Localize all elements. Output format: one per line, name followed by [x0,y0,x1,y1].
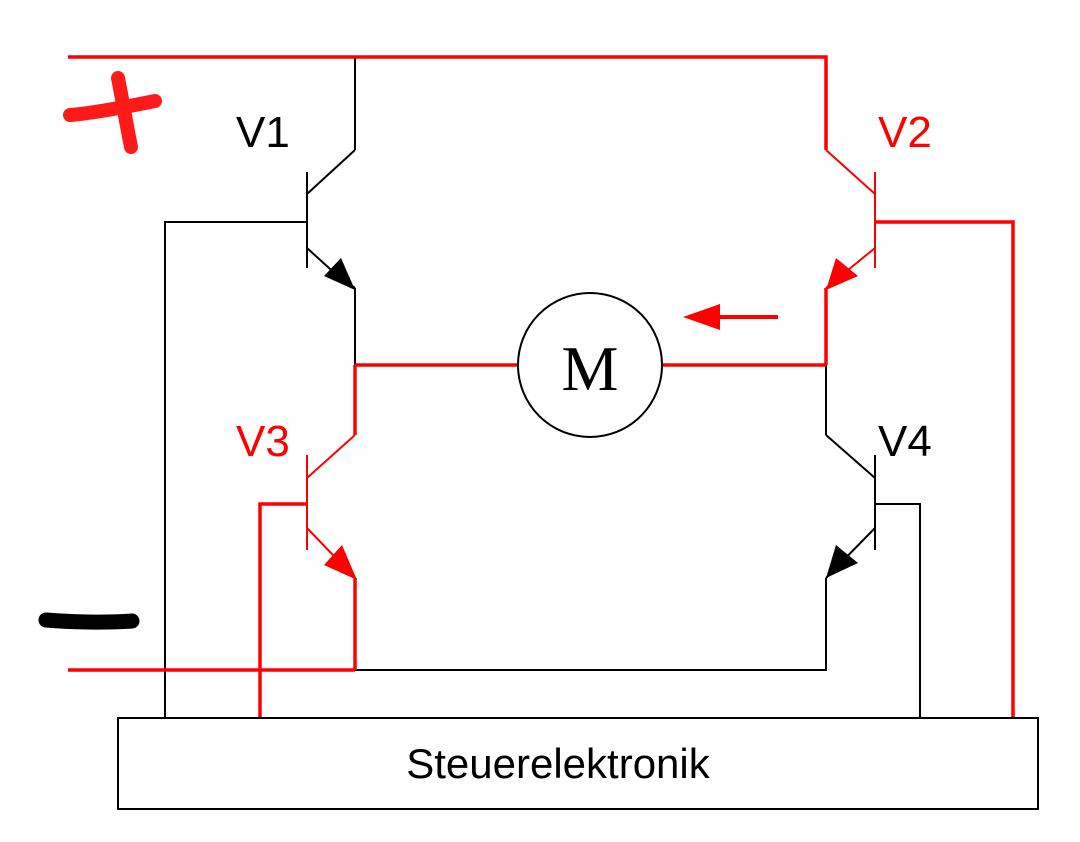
control-label: Steuerelektronik [406,740,710,787]
control-electronics-box: Steuerelektronik [117,717,1039,810]
transistor-v3 [306,434,357,580]
v4-emitter-arrow [826,545,858,578]
transistor-v2 [825,149,876,290]
motor: M [517,292,663,438]
current-direction-arrow-icon [683,304,778,330]
plus-sign-icon [63,71,162,154]
motor-circle [517,292,663,438]
label-v3: V3 [236,417,290,466]
inactive-wiring [164,58,921,718]
transistor-v4 [825,434,876,579]
minus-sign-icon [38,612,140,630]
v2-emitter-arrow [826,258,858,290]
active-wiring [68,55,1015,718]
label-v2: V2 [878,108,932,157]
transistor-v1 [306,149,356,290]
v3-emitter-arrow [324,545,357,580]
label-v4: V4 [878,417,932,466]
v1-emitter-arrow [324,258,355,290]
label-v1: V1 [236,108,290,157]
motor-label: M [562,333,619,404]
